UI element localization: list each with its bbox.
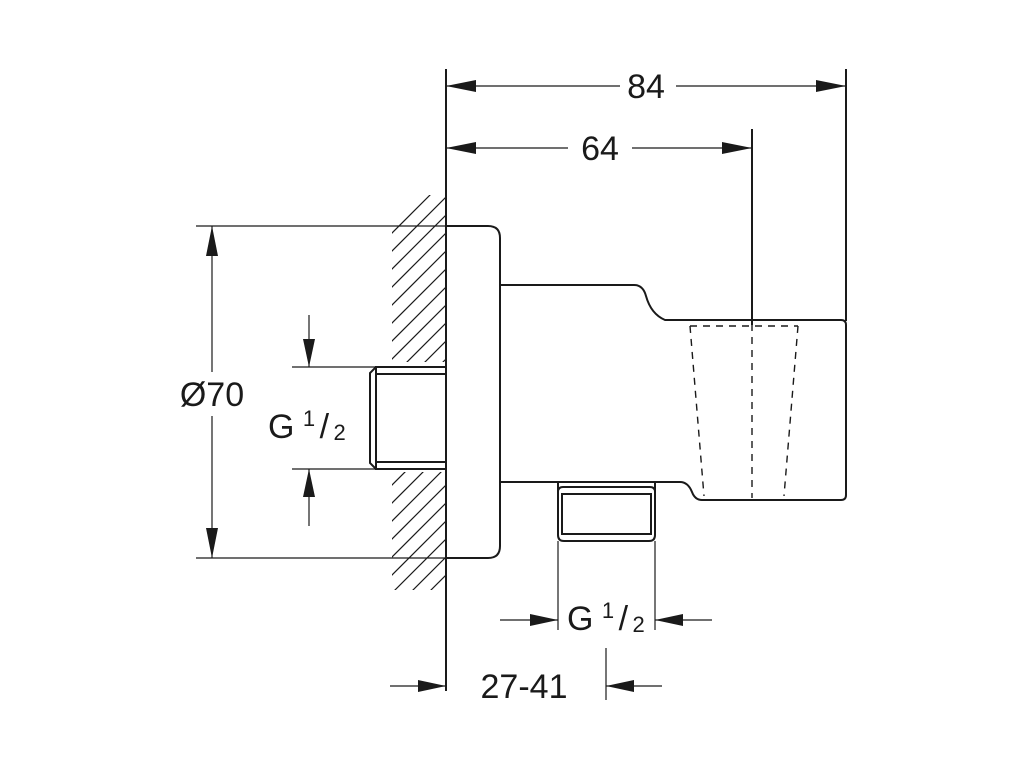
dimension-84 [446, 69, 847, 321]
wall-thread-connector [369, 366, 447, 470]
dimension-label-diameter-70: Ø70 [180, 376, 244, 414]
dimension-wall-thread [292, 315, 376, 526]
dimension-label-64: 64 [581, 130, 619, 168]
outlet-thread-connector [557, 481, 656, 542]
dimension-outlet-thread [500, 541, 712, 630]
main-body [499, 284, 847, 501]
dimension-64 [446, 129, 753, 325]
dimension-label-84: 84 [627, 68, 665, 106]
hose-cone-hidden-lines [689, 324, 799, 498]
dimension-label-outlet-thread: G 1 / 2 [567, 598, 645, 638]
dimension-diameter-70 [196, 225, 446, 559]
dimension-label-wall-offset: 27-41 [481, 668, 568, 706]
dimension-label-wall-thread: G 1 / 2 [268, 406, 346, 446]
dimension-wall-offset [390, 648, 662, 700]
flange [445, 225, 501, 559]
wall-opening [388, 362, 446, 472]
